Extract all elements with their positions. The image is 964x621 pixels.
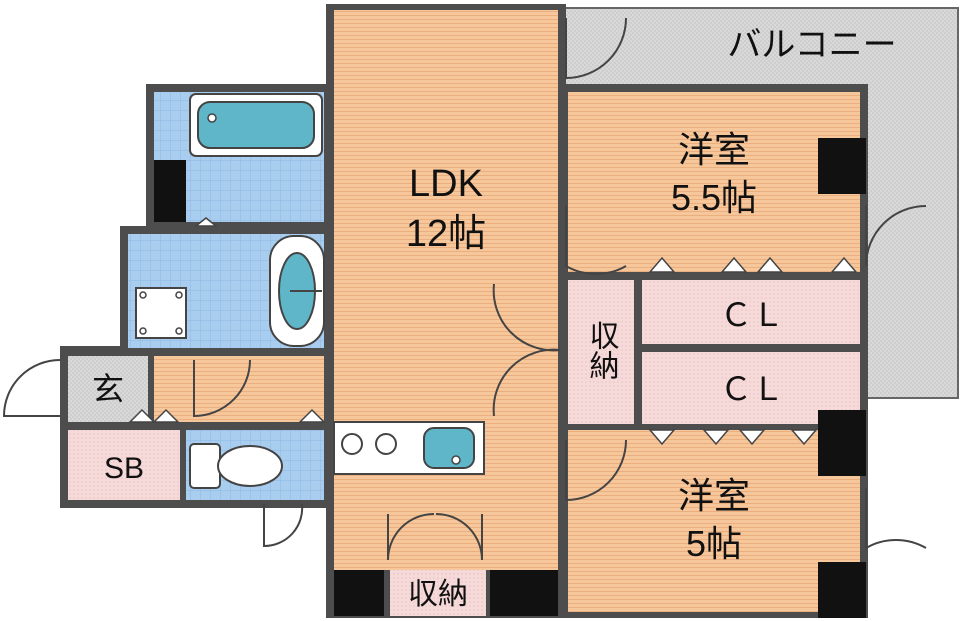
column [334, 570, 384, 616]
balcony-label: バルコニー [727, 26, 896, 64]
door-swings [2, 17, 927, 561]
ldk-name-label: LDK [409, 163, 483, 205]
kitchen-counter [333, 421, 485, 475]
storage-vertical [568, 280, 634, 424]
storage-bottom-label: 収納 [408, 578, 468, 611]
ldk-room [334, 10, 558, 570]
ldk-size-label: 12帖 [406, 213, 486, 255]
washroom [128, 234, 325, 348]
column [818, 410, 866, 476]
shoe-box [68, 430, 180, 500]
closet2-label: ＣＬ [720, 371, 784, 407]
hallway [154, 356, 324, 422]
bedroom1-size-label: 5.5帖 [671, 177, 757, 218]
bedroom2-size-label: 5帖 [686, 523, 742, 564]
bedroom-2 [568, 430, 860, 612]
storage-vertical-label: 収納 [585, 320, 620, 380]
bedroom2-name-label: 洋室 [678, 475, 750, 516]
entrance-label: 玄 [92, 371, 124, 407]
closet1-label: ＣＬ [720, 297, 784, 333]
bedroom1-name-label: 洋室 [678, 129, 750, 170]
entrance [68, 356, 148, 422]
shoe-box-label: SB [104, 452, 144, 485]
column [154, 160, 186, 222]
closet-door-markers [128, 217, 858, 446]
column [818, 562, 866, 618]
column [490, 570, 558, 616]
bedroom-1 [568, 92, 860, 272]
column [818, 138, 866, 194]
closet-1 [642, 280, 860, 344]
toilet-room [186, 430, 324, 500]
storage-bottom [390, 570, 486, 616]
